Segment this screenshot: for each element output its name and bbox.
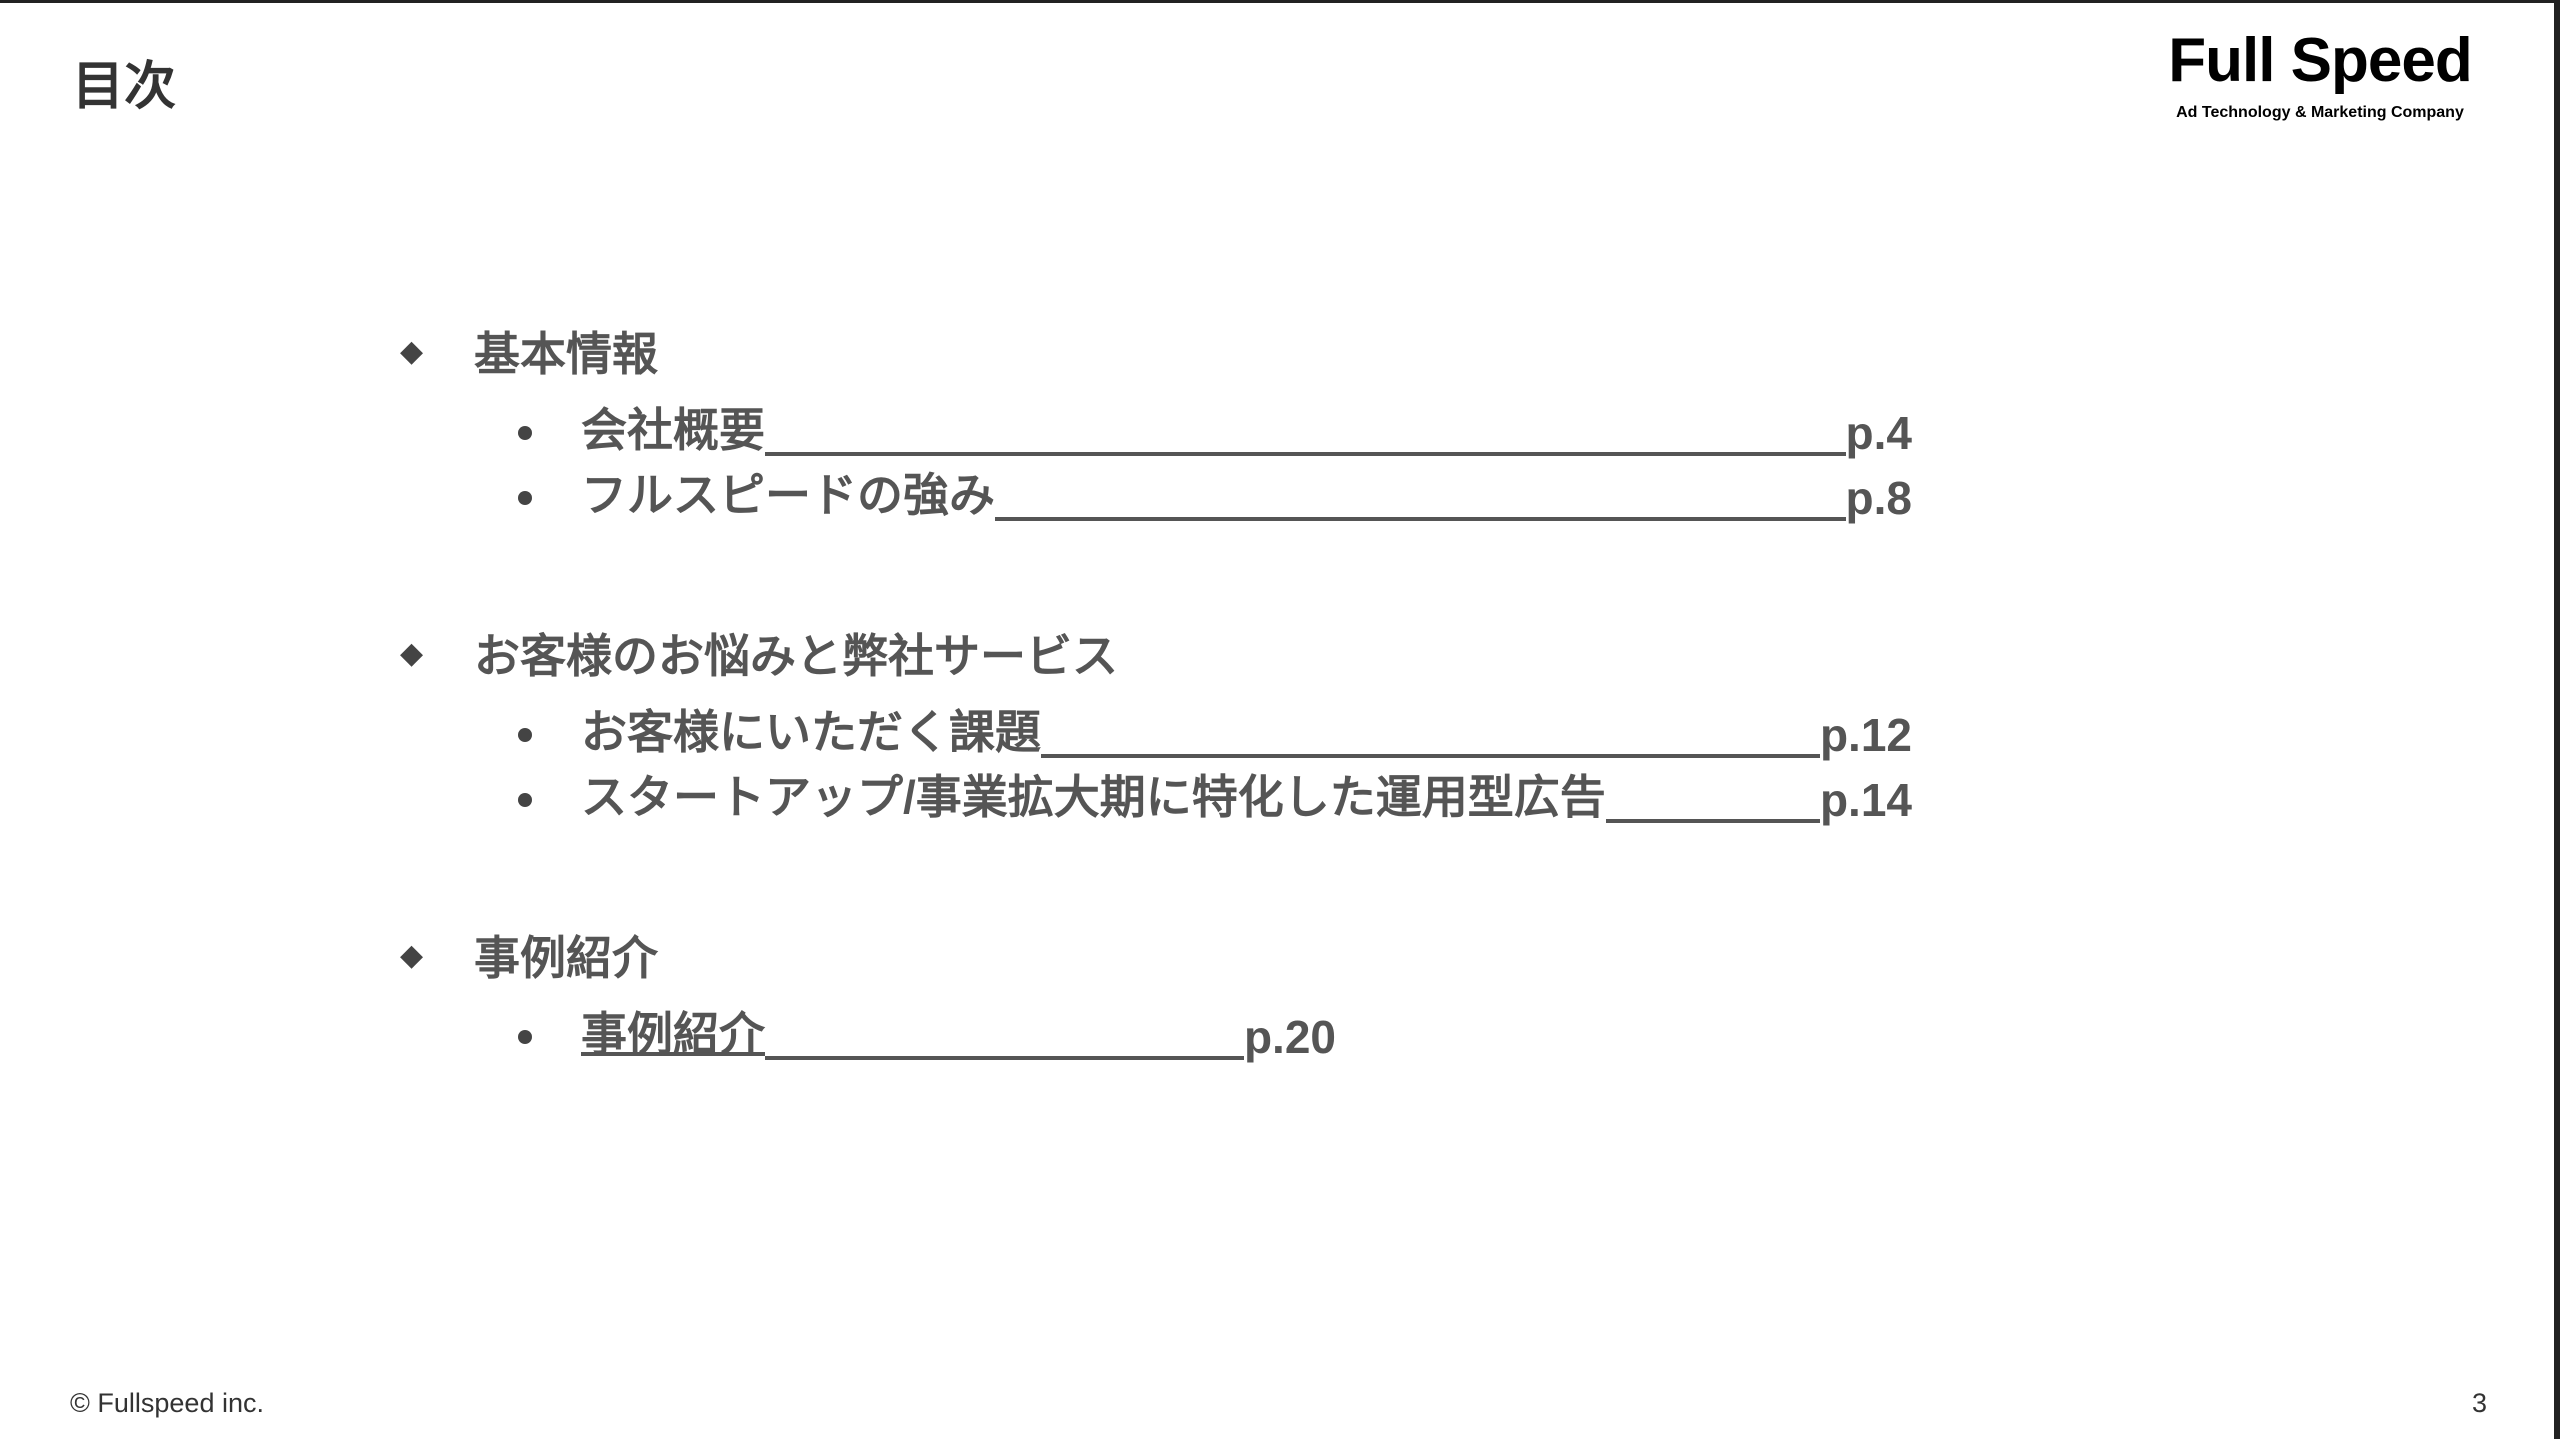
section-title: 事例紹介 [474, 932, 658, 984]
section-title: お客様のお悩みと弊社サービス [474, 630, 1118, 682]
bullet-icon [518, 1030, 532, 1044]
window-border-right [2554, 0, 2560, 1439]
leader-line [765, 451, 1846, 456]
entry-page: p.8 [1845, 472, 1912, 524]
toc-section: ◆ お客様のお悩みと弊社サービス [400, 620, 1118, 686]
toc-entry[interactable]: 会社概要 p.4 [518, 394, 1998, 460]
entry-page: p.4 [1845, 407, 1912, 459]
bullet-icon [518, 728, 532, 742]
diamond-bullet-icon: ◆ [400, 636, 424, 670]
entry-page: p.12 [1819, 709, 1912, 761]
diamond-bullet-icon: ◆ [400, 938, 424, 972]
diamond-bullet-icon: ◆ [400, 334, 424, 368]
toc-entry[interactable]: フルスピードの強み p.8 [518, 459, 1998, 525]
entry-page: p.14 [1819, 774, 1912, 826]
page-title: 目次 [72, 58, 177, 116]
toc-entry[interactable]: お客様にいただく課題 p.12 [518, 696, 1998, 762]
copyright: © Fullspeed inc. [70, 1388, 264, 1418]
leader-line [1605, 818, 1820, 823]
logo-name: Full Speed [2168, 26, 2472, 95]
entry-label: お客様にいただく課題 [581, 706, 1041, 758]
company-logo: Full Speed Ad Technology & Marketing Com… [2150, 26, 2490, 122]
bullet-icon [518, 426, 532, 440]
bullet-icon [518, 793, 532, 807]
window-border-top [0, 0, 2560, 3]
entry-label: スタートアップ/事業拡大期に特化した運用型広告 [581, 771, 1606, 823]
leader-line [995, 516, 1846, 521]
toc-entry[interactable]: 事例紹介 p.20 [518, 998, 1518, 1064]
logo-tagline: Ad Technology & Marketing Company [2176, 104, 2464, 121]
entry-page: p.20 [1243, 1011, 1336, 1063]
bullet-icon [518, 491, 532, 505]
toc-entry[interactable]: スタートアップ/事業拡大期に特化した運用型広告 p.14 [518, 761, 1998, 827]
entry-label-link[interactable]: 事例紹介 [581, 1008, 765, 1060]
section-title: 基本情報 [474, 328, 658, 380]
page-number: 3 [2472, 1388, 2488, 1418]
toc-section: ◆ 基本情報 [400, 318, 658, 384]
entry-label: 会社概要 [581, 404, 765, 456]
leader-line [1041, 753, 1820, 758]
leader-line [765, 1055, 1244, 1060]
toc-section: ◆ 事例紹介 [400, 922, 658, 988]
entry-label: フルスピードの強み [581, 469, 995, 521]
